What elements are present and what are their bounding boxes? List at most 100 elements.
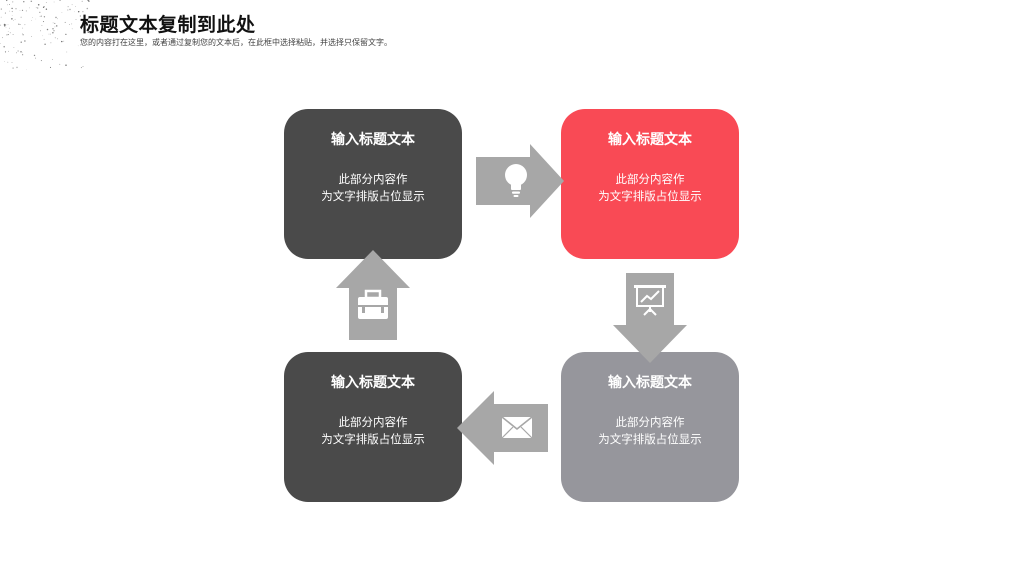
- speckle-dot: [25, 10, 27, 12]
- card-top-left: 输入标题文本 此部分内容作 为文字排版占位显示: [284, 109, 462, 259]
- speckle-dot: [67, 6, 69, 8]
- speckle-dot: [37, 7, 39, 9]
- envelope-icon: [501, 416, 533, 439]
- speckle-dot: [66, 51, 68, 53]
- speckle-dot: [75, 19, 77, 20]
- speckle-dot: [74, 11, 76, 13]
- card-body: 此部分内容作 为文字排版占位显示: [284, 171, 462, 205]
- speckle-dot: [9, 10, 11, 12]
- speckle-dot: [43, 16, 46, 18]
- speckle-dot: [67, 9, 69, 11]
- speckle-dot: [11, 15, 13, 17]
- speckle-dot: [3, 45, 5, 48]
- arrow-up: [336, 250, 410, 340]
- speckle-dot: [49, 66, 52, 68]
- card-body-line: 为文字排版占位显示: [598, 189, 702, 203]
- arrow-right: [476, 144, 564, 218]
- speckle-dot: [42, 35, 44, 37]
- speckle-dot: [13, 20, 14, 22]
- speckle-dot: [11, 7, 13, 10]
- card-body-line: 为文字排版占位显示: [321, 432, 425, 446]
- card-body: 此部分内容作 为文字排版占位显示: [561, 414, 739, 448]
- speckle-dot: [0, 8, 2, 10]
- speckle-dot: [13, 47, 15, 48]
- speckle-dot: [88, 0, 90, 2]
- speckle-dot: [20, 41, 22, 43]
- speckle-dot: [24, 40, 26, 42]
- speckle-dot: [43, 38, 45, 40]
- speckle-dot: [40, 30, 42, 32]
- speckle-dot: [4, 61, 6, 63]
- speckle-dot: [83, 15, 85, 17]
- speckle-dot: [32, 17, 33, 18]
- speckle-dot: [21, 52, 23, 54]
- speckle-dot: [18, 23, 20, 25]
- speckle-dot: [14, 18, 16, 20]
- speckle-dot: [44, 43, 46, 46]
- speckle-dot: [45, 8, 48, 10]
- speckle-dot: [20, 16, 22, 18]
- card-body-line: 此部分内容作: [615, 172, 685, 186]
- speckle-dot: [45, 2, 47, 3]
- speckle-dot: [80, 39, 81, 41]
- speckle-dot: [75, 6, 77, 7]
- speckle-dot: [11, 10, 13, 13]
- speckle-dot: [3, 25, 6, 27]
- speckle-dot: [39, 11, 41, 14]
- speckle-dot: [80, 67, 82, 69]
- speckle-dot: [57, 18, 58, 20]
- speckle-dot: [0, 24, 2, 26]
- page-title: 标题文本复制到此处: [80, 14, 256, 36]
- speckle-dot: [50, 42, 52, 44]
- speckle-dot: [2, 37, 4, 39]
- speckle-dot: [4, 51, 7, 53]
- speckle-dot: [8, 50, 9, 52]
- speckle-dot: [54, 22, 56, 24]
- speckle-dot: [69, 8, 71, 11]
- speckle-dot: [52, 22, 54, 24]
- card-top-right: 输入标题文本 此部分内容作 为文字排版占位显示: [561, 109, 739, 259]
- speckle-dot: [6, 34, 8, 36]
- card-body-line: 为文字排版占位显示: [598, 432, 702, 446]
- speckle-dot: [65, 33, 67, 36]
- card-body-line: 此部分内容作: [615, 415, 685, 429]
- speckle-dot: [19, 24, 21, 25]
- speckle-dot: [20, 51, 22, 53]
- speckle-dot: [77, 10, 80, 13]
- speckle-dot: [69, 24, 70, 25]
- speckle-dot: [81, 0, 83, 2]
- card-bottom-left: 输入标题文本 此部分内容作 为文字排版占位显示: [284, 352, 462, 502]
- speckle-dot: [54, 26, 56, 28]
- speckle-dot: [0, 16, 2, 18]
- speckle-dot: [35, 57, 37, 59]
- speckle-dot: [21, 9, 24, 12]
- speckle-dot: [6, 0, 8, 2]
- arrow-left: [457, 391, 548, 465]
- card-body-line: 此部分内容作: [338, 415, 408, 429]
- speckle-dot: [35, 18, 37, 20]
- lightbulb-icon: [505, 164, 527, 197]
- speckle-dot: [87, 17, 90, 20]
- speckle-dot: [40, 15, 42, 17]
- speckle-dot: [5, 27, 7, 29]
- card-title: 输入标题文本: [608, 132, 692, 148]
- speckle-dot: [46, 28, 49, 31]
- speckle-dot: [22, 34, 24, 36]
- card-body-line: 为文字排版占位显示: [321, 189, 425, 203]
- speckle-dot: [59, 0, 61, 1]
- briefcase-icon: [358, 289, 388, 319]
- card-body-line: 此部分内容作: [338, 172, 408, 186]
- speckle-dot: [57, 38, 59, 40]
- speckle-dot: [7, 24, 9, 26]
- card-title: 输入标题文本: [331, 375, 415, 391]
- speckle-dot: [82, 66, 84, 67]
- speckle-dot: [15, 8, 17, 10]
- speckle-dot: [31, 36, 32, 37]
- speckle-dot: [79, 15, 82, 17]
- speckle-dot: [40, 60, 42, 62]
- speckle-dot: [12, 67, 14, 69]
- speckle-dot: [59, 63, 61, 65]
- card-title: 输入标题文本: [608, 375, 692, 391]
- speckle-dot: [7, 61, 9, 63]
- speckle-dot: [7, 30, 9, 32]
